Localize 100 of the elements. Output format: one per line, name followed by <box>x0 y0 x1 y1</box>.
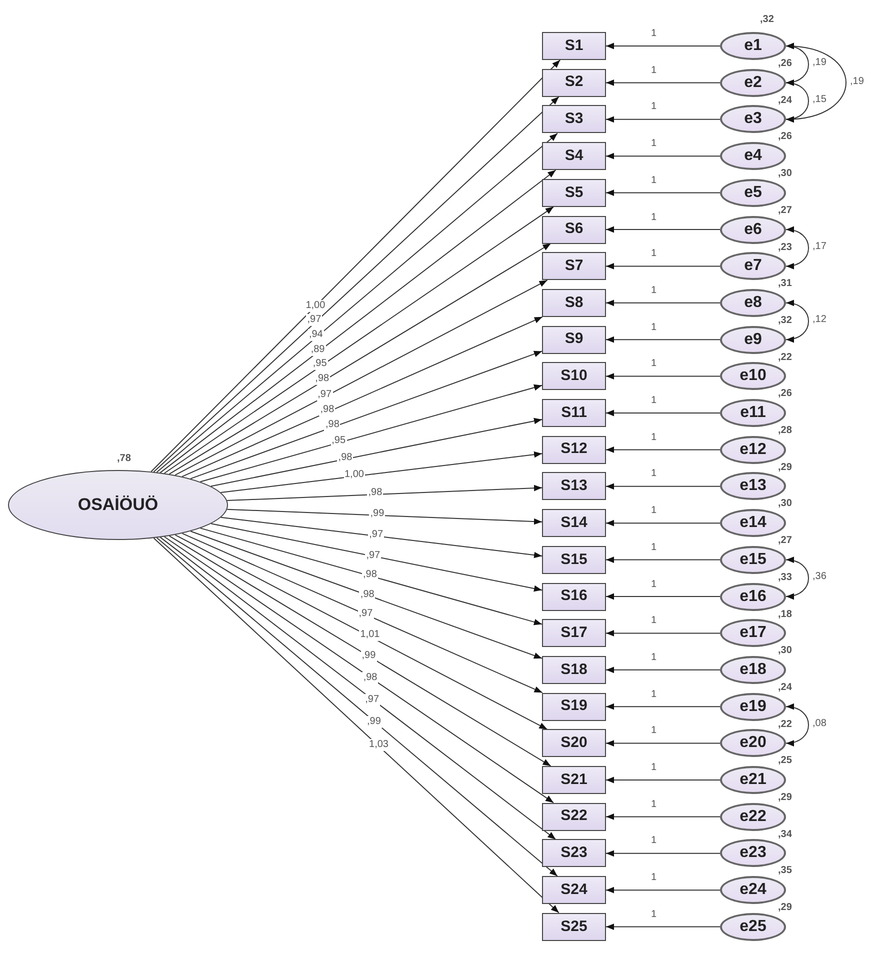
observed-variable-box: S21 <box>542 766 606 794</box>
observed-variable-box: S18 <box>542 656 606 684</box>
path-arrow <box>200 528 542 626</box>
observed-variable-box: S15 <box>542 546 606 574</box>
path-arrow <box>220 451 542 494</box>
observed-variable-box: S17 <box>542 619 606 648</box>
error-term-ellipse: e25 <box>720 912 786 941</box>
variance-value: ,29 <box>778 792 792 804</box>
edge-label: ,98 <box>337 452 354 464</box>
path-arrow <box>226 508 542 525</box>
edge-label: ,98 <box>359 588 376 601</box>
path-arrow <box>606 80 720 86</box>
variance-value: ,18 <box>778 608 792 620</box>
observed-variable-box: S10 <box>542 362 606 390</box>
edge-label: ,97 <box>364 694 380 706</box>
edge-label: ,99 <box>369 508 386 520</box>
variance-value: ,35 <box>778 865 792 878</box>
edge-label: ,98 <box>367 487 384 500</box>
covariance-arrow <box>786 227 809 269</box>
variance-value: ,29 <box>778 462 792 474</box>
path-arrow <box>606 152 720 160</box>
variance-value: ,30 <box>778 168 792 180</box>
edge-label: ,98 <box>362 569 378 582</box>
path-arrow <box>210 523 542 592</box>
variance-value: ,22 <box>778 352 792 364</box>
variance-value: ,28 <box>778 425 792 437</box>
edge-label: ,97 <box>368 529 384 542</box>
observed-variable-box: S23 <box>542 839 606 868</box>
edge-label: ,97 <box>365 550 382 562</box>
path-arrow <box>606 42 720 50</box>
variance-value: ,34 <box>778 828 792 841</box>
edge-label: ,97 <box>306 314 322 326</box>
variance-value: ,29 <box>778 902 792 914</box>
observed-variable-box: S7 <box>542 252 606 280</box>
observed-variable-box: S14 <box>542 509 606 538</box>
edge-label: ,94 <box>308 328 324 341</box>
variance-value: ,26 <box>778 58 792 70</box>
path-arrow <box>606 630 720 636</box>
variance-value: ,24 <box>778 94 792 107</box>
edge-label: 1,03 <box>368 738 390 751</box>
edge-label: ,98 <box>314 373 330 386</box>
edge-label: ,99 <box>366 716 382 728</box>
covariance-arrow <box>786 704 809 746</box>
observed-variable-box: S16 <box>542 582 606 610</box>
edge-label: ,12 <box>812 314 828 326</box>
covariance-arrow <box>786 300 809 342</box>
observed-variable-box: S4 <box>542 142 606 170</box>
path-arrow <box>606 740 720 746</box>
observed-variable-box: S2 <box>542 68 606 97</box>
path-arrow <box>168 243 552 475</box>
variance-value: ,78 <box>117 453 131 465</box>
variance-value: ,32 <box>778 314 792 327</box>
edge-label: 1,00 <box>304 300 326 312</box>
observed-variable-box: S1 <box>542 32 606 60</box>
path-arrow <box>606 116 720 123</box>
variance-value: ,26 <box>778 388 792 400</box>
path-arrow <box>606 446 720 453</box>
variance-value: ,22 <box>778 718 792 731</box>
path-arrow <box>168 535 552 766</box>
path-arrow <box>606 373 720 380</box>
variance-value: ,27 <box>778 535 792 548</box>
covariance-arrow <box>786 80 809 122</box>
path-arrow <box>190 350 542 480</box>
path-arrow <box>606 190 720 196</box>
path-arrow <box>226 484 542 502</box>
observed-variable-box: S13 <box>542 472 606 500</box>
observed-variable-box: S3 <box>542 105 606 134</box>
observed-variable-box: S8 <box>542 288 606 317</box>
covariance-arrow <box>786 43 846 122</box>
path-arrow <box>606 556 720 563</box>
path-arrow <box>606 410 720 416</box>
observed-variable-box: S12 <box>542 436 606 464</box>
edge-label: ,97 <box>358 608 374 620</box>
observed-variable-box: S11 <box>542 399 606 427</box>
variance-value: ,26 <box>778 131 792 144</box>
variance-value: ,23 <box>778 242 792 254</box>
variance-value: ,31 <box>778 278 792 290</box>
edge-label: ,99 <box>360 650 377 662</box>
observed-variable-box: S6 <box>542 216 606 244</box>
edge-label: ,36 <box>812 571 828 584</box>
edge-label: ,95 <box>330 435 347 448</box>
edge-label: ,98 <box>319 404 336 416</box>
variance-value: ,30 <box>778 645 792 658</box>
variance-value: ,24 <box>778 682 792 694</box>
variance-value: ,27 <box>778 204 792 217</box>
path-arrow <box>606 814 720 820</box>
path-arrow <box>606 483 720 490</box>
path-arrow <box>200 384 542 482</box>
edge-label: ,97 <box>316 388 333 401</box>
path-arrow <box>606 593 720 600</box>
variance-value: ,30 <box>778 498 792 510</box>
path-arrow <box>606 666 720 674</box>
path-arrow <box>210 418 542 487</box>
path-arrow <box>606 886 720 894</box>
covariance-arrow <box>786 557 809 599</box>
edge-label: ,95 <box>312 358 328 370</box>
path-arrow <box>182 532 543 694</box>
observed-variable-box: S24 <box>542 876 606 904</box>
edge-label: ,89 <box>310 344 326 356</box>
observed-variable-box: S5 <box>542 178 606 207</box>
